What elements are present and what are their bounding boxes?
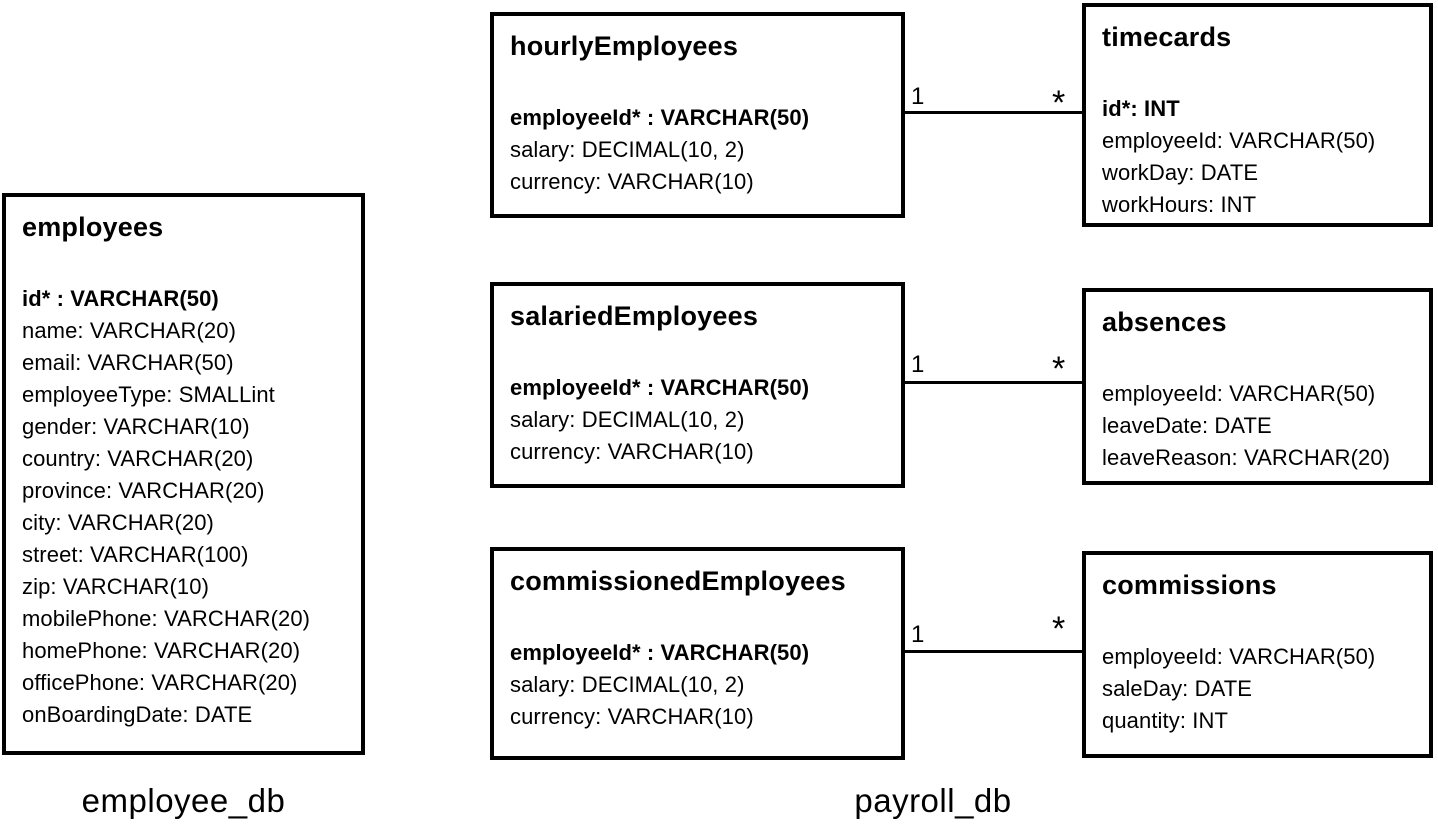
cardinality-many-absences: * — [1052, 350, 1066, 388]
table-field: id* : VARCHAR(50) — [22, 286, 219, 311]
table-salaried-employees-fields: employeeId* : VARCHAR(50) salary: DECIMAL… — [510, 372, 885, 468]
table-field: quantity: INT — [1102, 708, 1229, 733]
table-field: employeeType: SMALLint — [22, 382, 275, 407]
table-field: saleDay: DATE — [1102, 676, 1253, 701]
table-commissioned-employees: commissionedEmployees employeeId* : VARC… — [490, 547, 905, 760]
table-field: province: VARCHAR(20) — [22, 478, 265, 503]
table-field: id*: INT — [1102, 96, 1180, 121]
table-field: workDay: DATE — [1102, 160, 1259, 185]
table-hourly-employees-title: hourlyEmployees — [510, 31, 739, 61]
cardinality-many-commissions: * — [1052, 610, 1066, 648]
table-salaried-employees-title: salariedEmployees — [510, 301, 759, 331]
table-employees: employees id* : VARCHAR(50) name: VARCHAR… — [2, 193, 365, 755]
table-commissioned-employees-title: commissionedEmployees — [510, 566, 846, 596]
table-field: currency: VARCHAR(10) — [510, 704, 754, 729]
table-field: leaveDate: DATE — [1102, 413, 1272, 438]
db-label-payroll-db: payroll_db — [854, 782, 1012, 819]
table-timecards-fields: id*: INT employeeId: VARCHAR(50) workDay: … — [1102, 93, 1413, 221]
table-commissions-fields: employeeId: VARCHAR(50) saleDay: DATE quan… — [1102, 641, 1413, 737]
db-label-employee-db: employee_db — [81, 782, 286, 819]
table-field: salary: DECIMAL(10, 2) — [510, 407, 745, 432]
cardinality-one-salaried: 1 — [911, 351, 925, 378]
table-field: salary: DECIMAL(10, 2) — [510, 137, 745, 162]
table-field: workHours: INT — [1102, 192, 1257, 217]
table-salaried-employees: salariedEmployees employeeId* : VARCHAR(… — [490, 282, 905, 488]
table-field: employeeId: VARCHAR(50) — [1102, 381, 1376, 406]
cardinality-many-timecards: * — [1052, 84, 1066, 122]
table-field: employeeId: VARCHAR(50) — [1102, 128, 1376, 153]
table-field: salary: DECIMAL(10, 2) — [510, 672, 745, 697]
table-field: onBoardingDate: DATE — [22, 702, 253, 727]
table-absences-title: absences — [1102, 307, 1227, 337]
relation-line-hourly-timecards — [905, 111, 1082, 114]
table-employees-fields: id* : VARCHAR(50) name: VARCHAR(20) email:… — [22, 283, 345, 731]
table-absences: absences employeeId: VARCHAR(50) leaveDat… — [1082, 288, 1433, 485]
table-commissions: commissions employeeId: VARCHAR(50) saleD… — [1082, 551, 1433, 758]
table-field: employeeId* : VARCHAR(50) — [510, 375, 810, 400]
table-field: currency: VARCHAR(10) — [510, 169, 754, 194]
table-field: employeeId* : VARCHAR(50) — [510, 105, 810, 130]
table-commissions-title: commissions — [1102, 570, 1277, 600]
table-timecards-title: timecards — [1102, 22, 1232, 52]
table-field: email: VARCHAR(50) — [22, 350, 234, 375]
table-field: leaveReason: VARCHAR(20) — [1102, 445, 1391, 470]
table-field: employeeId* : VARCHAR(50) — [510, 640, 810, 665]
table-absences-fields: employeeId: VARCHAR(50) leaveDate: DATE le… — [1102, 378, 1413, 474]
relation-line-commissioned-commissions — [905, 650, 1082, 653]
table-field: city: VARCHAR(20) — [22, 510, 214, 535]
cardinality-one-hourly: 1 — [911, 83, 925, 110]
table-commissioned-employees-fields: employeeId* : VARCHAR(50) salary: DECIMAL… — [510, 637, 885, 733]
table-field: officePhone: VARCHAR(20) — [22, 670, 298, 695]
table-timecards: timecards id*: INT employeeId: VARCHAR(50… — [1082, 3, 1433, 227]
relation-line-salaried-absences — [905, 381, 1082, 384]
table-field: employeeId: VARCHAR(50) — [1102, 644, 1376, 669]
table-field: country: VARCHAR(20) — [22, 446, 254, 471]
table-field: currency: VARCHAR(10) — [510, 439, 754, 464]
table-field: gender: VARCHAR(10) — [22, 414, 250, 439]
table-employees-title: employees — [22, 212, 164, 242]
cardinality-one-commissioned: 1 — [911, 621, 925, 648]
table-field: mobilePhone: VARCHAR(20) — [22, 606, 311, 631]
table-hourly-employees: hourlyEmployees employeeId* : VARCHAR(50… — [490, 12, 905, 218]
table-field: homePhone: VARCHAR(20) — [22, 638, 301, 663]
table-field: name: VARCHAR(20) — [22, 318, 237, 343]
table-hourly-employees-fields: employeeId* : VARCHAR(50) salary: DECIMAL… — [510, 102, 885, 198]
table-field: zip: VARCHAR(10) — [22, 574, 210, 599]
table-field: street: VARCHAR(100) — [22, 542, 249, 567]
